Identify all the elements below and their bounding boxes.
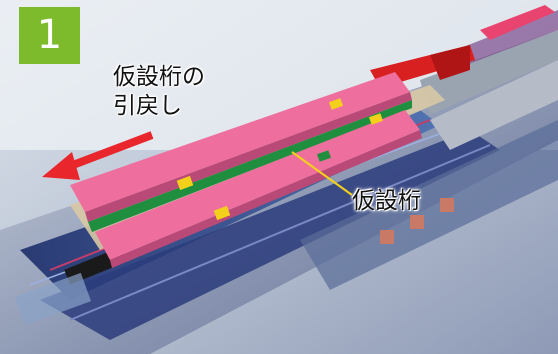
rail-strip bbox=[88, 100, 412, 232]
pullback-label-line1: 仮設桁の bbox=[113, 64, 205, 90]
temporary-girder-label: 仮設桁 bbox=[352, 188, 421, 214]
temporary-girder-upper bbox=[70, 72, 410, 212]
temporary-girder-lower bbox=[95, 110, 420, 260]
structure-right bbox=[420, 30, 558, 115]
pullback-label-line2: 引戻し bbox=[113, 93, 182, 119]
leader-line bbox=[291, 151, 353, 196]
pullback-arrow bbox=[42, 131, 154, 180]
track-bottom bbox=[40, 130, 500, 340]
girder-far bbox=[480, 5, 555, 40]
step-number-badge: 1 bbox=[19, 7, 80, 64]
pier-marker bbox=[380, 230, 394, 244]
